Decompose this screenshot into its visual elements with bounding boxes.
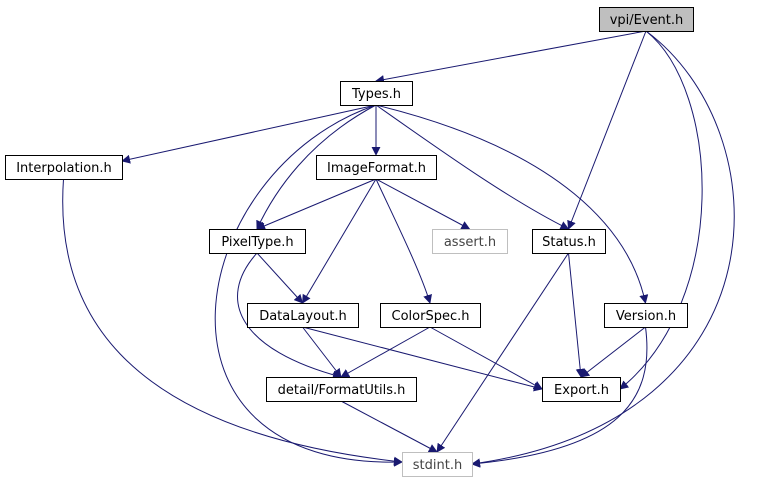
node-label-stdint: stdint.h [413, 458, 462, 473]
node-box-colorspec [380, 303, 481, 328]
node-box-formatutils [266, 377, 417, 402]
node-datalayout[interactable]: DataLayout.h [247, 303, 359, 328]
node-formatutils[interactable]: detail/FormatUtils.h [266, 377, 417, 402]
node-box-event [599, 7, 694, 32]
node-version[interactable]: Version.h [604, 303, 688, 328]
edge-interpolation-to-stdint [62, 178, 403, 466]
node-imageformat[interactable]: ImageFormat.h [316, 155, 437, 180]
node-colorspec[interactable]: ColorSpec.h [380, 303, 481, 328]
node-label-datalayout: DataLayout.h [259, 309, 347, 324]
node-box-interpolation [5, 155, 123, 180]
node-box-export [542, 377, 621, 402]
edge-colorspec-to-formatutils [340, 326, 431, 378]
node-pixeltype[interactable]: PixelType.h [209, 229, 306, 254]
edge-pixeltype-to-formatutils [237, 252, 342, 380]
node-label-types: Types.h [351, 87, 401, 102]
node-box-types [340, 81, 413, 106]
edges-layer [62, 30, 735, 468]
node-box-stdint [402, 452, 473, 477]
node-label-pixeltype: PixelType.h [221, 235, 293, 250]
edge-imageformat-to-pixeltype [256, 178, 377, 231]
edge-version-to-stdint [471, 326, 648, 468]
node-label-event: vpi/Event.h [610, 13, 684, 28]
node-interpolation[interactable]: Interpolation.h [5, 155, 123, 180]
edge-event-to-stdint [471, 30, 735, 468]
node-label-status: Status.h [542, 235, 596, 250]
edge-types-to-stdint [214, 104, 403, 467]
node-label-interpolation: Interpolation.h [16, 161, 112, 176]
node-status[interactable]: Status.h [532, 229, 606, 254]
edge-event-to-types [375, 30, 647, 84]
edge-formatutils-to-stdint [340, 400, 438, 453]
edge-types-to-pixeltype [256, 104, 377, 230]
edge-imageformat-to-assert [375, 178, 471, 230]
node-box-status [532, 229, 606, 254]
edge-imageformat-to-colorspec [375, 178, 432, 304]
edge-version-to-export [580, 326, 646, 378]
node-label-formatutils: detail/FormatUtils.h [278, 383, 406, 398]
edge-types-to-version [375, 104, 649, 304]
node-box-pixeltype [209, 229, 306, 254]
edge-colorspec-to-export [429, 326, 543, 390]
node-assert: assert.h [432, 229, 508, 254]
node-label-version: Version.h [616, 309, 676, 324]
node-event[interactable]: vpi/Event.h [599, 7, 694, 32]
node-label-imageformat: ImageFormat.h [327, 161, 426, 176]
edge-types-to-status [375, 104, 570, 230]
node-box-assert [432, 229, 508, 254]
edge-event-to-status [567, 30, 647, 230]
node-types[interactable]: Types.h [340, 81, 413, 106]
node-label-colorspec: ColorSpec.h [392, 309, 470, 324]
node-box-imageformat [316, 155, 437, 180]
node-box-version [604, 303, 688, 328]
edge-imageformat-to-datalayout [302, 178, 377, 304]
edge-status-to-stdint [436, 252, 569, 453]
node-stdint: stdint.h [402, 452, 473, 477]
edge-event-to-export [619, 30, 703, 390]
node-export[interactable]: Export.h [542, 377, 621, 402]
edge-datalayout-to-export [302, 326, 543, 392]
edge-status-to-export [568, 252, 585, 378]
edge-pixeltype-to-datalayout [256, 252, 304, 304]
node-label-assert: assert.h [444, 235, 496, 250]
node-label-export: Export.h [554, 383, 609, 398]
edge-datalayout-to-formatutils [302, 326, 342, 378]
edge-types-to-interpolation [121, 104, 377, 164]
node-box-datalayout [247, 303, 359, 328]
